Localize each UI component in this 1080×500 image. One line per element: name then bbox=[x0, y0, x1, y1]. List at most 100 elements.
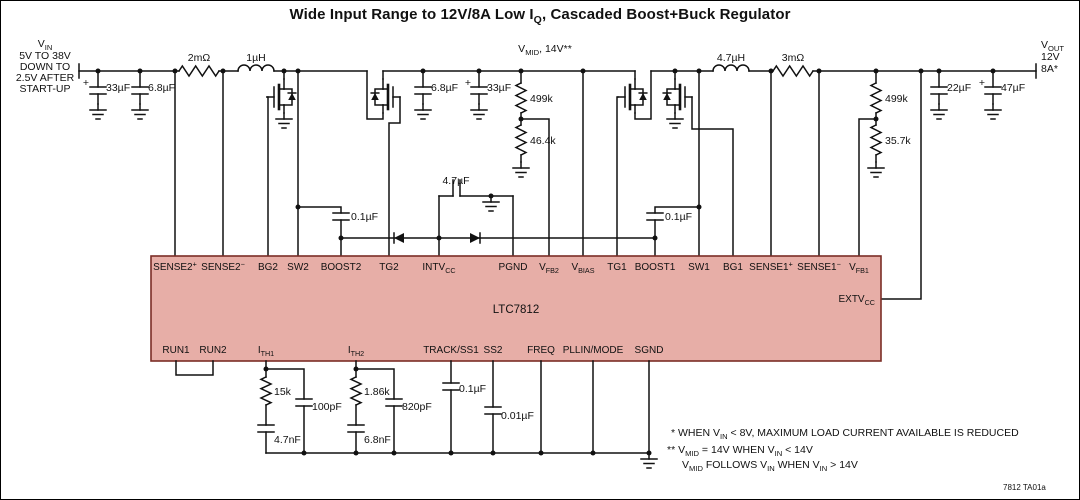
label-c-ss1: 0.1µF bbox=[459, 383, 486, 395]
label-rsense2: 2mΩ bbox=[188, 52, 211, 64]
rsense1-resistor bbox=[771, 64, 815, 78]
label-rfb1-bot: 35.7k bbox=[885, 135, 911, 147]
pin-top-bg1: BG1 bbox=[723, 262, 743, 273]
junction-dot bbox=[768, 68, 774, 74]
pin-top-sense2minus: SENSE2− bbox=[201, 260, 245, 274]
ground-symbol bbox=[275, 112, 293, 129]
note-1: * WHEN VIN < 8V, MAXIMUM LOAD CURRENT AV… bbox=[671, 427, 1019, 441]
pin-bottom-ss2: SS2 bbox=[484, 345, 503, 356]
boost2-cap-wire bbox=[297, 206, 342, 214]
note-2: ** VMID = 14V WHEN VIN < 14V bbox=[667, 444, 813, 458]
junction-dot bbox=[137, 68, 143, 74]
css2-cap bbox=[484, 406, 502, 415]
ground-symbol bbox=[414, 103, 432, 120]
junction-dot bbox=[873, 116, 879, 122]
rith2-resistor bbox=[349, 376, 363, 406]
ith1-branch bbox=[265, 368, 305, 400]
vout-label-line2: 8A* bbox=[1041, 63, 1058, 75]
pin-top-sense2plus: SENSE2+ bbox=[153, 260, 197, 274]
junction-dot bbox=[301, 450, 307, 456]
title-segment: Q bbox=[533, 14, 542, 26]
label-cout-bulk: 47µF bbox=[1001, 82, 1025, 94]
label-cout-cer: 22µF bbox=[947, 82, 971, 94]
bg2-gate-wire bbox=[266, 96, 269, 257]
pin-right-extvcc: EXTVCC bbox=[838, 294, 875, 307]
pin-bottom-ith1: ITH1 bbox=[258, 345, 274, 358]
label-cin-bulk: 33µF bbox=[106, 82, 130, 94]
ic-ltc7812-body bbox=[150, 255, 882, 362]
cith1b-cap bbox=[257, 424, 275, 433]
junction-dot bbox=[420, 68, 426, 74]
label-r-ith1: 15k bbox=[274, 386, 292, 398]
cin-bulk-cap bbox=[89, 86, 107, 95]
vin-label-line1: 5V TO 38V bbox=[19, 50, 71, 62]
ground-symbol bbox=[512, 161, 530, 178]
label-cmid-cer: 6.8µF bbox=[431, 82, 458, 94]
junction-dot bbox=[338, 235, 344, 241]
junction-dot bbox=[295, 68, 301, 74]
label-rsense1: 3mΩ bbox=[782, 52, 805, 64]
tg2-gate-wire bbox=[388, 96, 401, 257]
vin-label-line4: START-UP bbox=[20, 83, 71, 95]
boost-sync-source-loop bbox=[366, 70, 384, 120]
boost1-cap-wire bbox=[654, 206, 700, 214]
junction-dot bbox=[590, 450, 596, 456]
polarity-plus: + bbox=[979, 77, 985, 89]
label-c-ss2: 0.01µF bbox=[501, 410, 534, 422]
title-segment: , Cascaded Boost+Buck Regulator bbox=[541, 6, 791, 23]
pin-top-vbias: VBIAS bbox=[571, 262, 594, 275]
ground-symbol bbox=[666, 112, 684, 129]
intvcc-cap bbox=[452, 179, 461, 197]
junction-dot bbox=[281, 68, 287, 74]
junction-dot bbox=[696, 204, 702, 210]
cout-cer-cap bbox=[930, 86, 948, 95]
cout-bulk-cap bbox=[984, 86, 1002, 95]
doc-code: 7812 TA01a bbox=[1003, 483, 1046, 492]
junction-dot bbox=[488, 193, 494, 199]
label-rfb1-top: 499k bbox=[885, 93, 909, 105]
cmid-bulk-cap bbox=[470, 86, 488, 95]
junction-dot bbox=[538, 450, 544, 456]
vin-label-line0: VIN bbox=[38, 38, 53, 52]
junction-dot bbox=[918, 68, 924, 74]
label-cmid-bulk: 33µF bbox=[487, 82, 511, 94]
pin-bottom-track-ss1: TRACK/SS1 bbox=[423, 345, 479, 356]
pin-top-vfb1: VFB1 bbox=[849, 262, 869, 275]
junction-dot bbox=[696, 68, 702, 74]
label-cin-cer: 6.8µF bbox=[148, 82, 175, 94]
junction-dot bbox=[172, 68, 178, 74]
label-rfb2-top: 499k bbox=[530, 93, 554, 105]
junction-dot bbox=[263, 366, 269, 372]
pin-top-vfb2: VFB2 bbox=[539, 262, 559, 275]
tg1-gate-wire bbox=[616, 96, 619, 257]
vmid-label: VMID, 14V** bbox=[518, 43, 572, 57]
junction-dot bbox=[95, 68, 101, 74]
ground-symbol bbox=[131, 103, 149, 120]
vfb2-wire bbox=[520, 118, 550, 257]
junction-dot bbox=[518, 116, 524, 122]
css1-cap bbox=[442, 382, 460, 391]
junction-dot bbox=[646, 450, 652, 456]
pin-top-sense1minus: SENSE1− bbox=[797, 260, 841, 274]
rfb2-bot-resistor bbox=[514, 123, 528, 157]
vin-label-line3: 2.5V AFTER bbox=[16, 72, 75, 84]
label-c-ith1b: 4.7nF bbox=[274, 434, 301, 446]
ground-symbol bbox=[640, 452, 658, 469]
pin-top-bg2: BG2 bbox=[258, 262, 278, 273]
rsense2-resistor bbox=[177, 64, 221, 78]
boost1-diode bbox=[470, 232, 481, 244]
pin-top-sw1: SW1 bbox=[688, 262, 710, 273]
rfb2-top-resistor bbox=[514, 81, 528, 115]
label-l-boost: 1µH bbox=[246, 52, 265, 64]
buck-bottom-mosfet bbox=[662, 78, 693, 114]
pin-top-sense1plus: SENSE1+ bbox=[749, 260, 793, 274]
buck-top-source-loop bbox=[634, 70, 652, 120]
junction-dot bbox=[353, 450, 359, 456]
label-r-ith2: 1.86k bbox=[364, 386, 390, 398]
junction-dot bbox=[816, 68, 822, 74]
junction-dot bbox=[476, 68, 482, 74]
ground-symbol bbox=[867, 161, 885, 178]
bg1-gate-wire bbox=[691, 96, 734, 257]
junction-dot bbox=[295, 204, 301, 210]
junction-dot bbox=[936, 68, 942, 74]
